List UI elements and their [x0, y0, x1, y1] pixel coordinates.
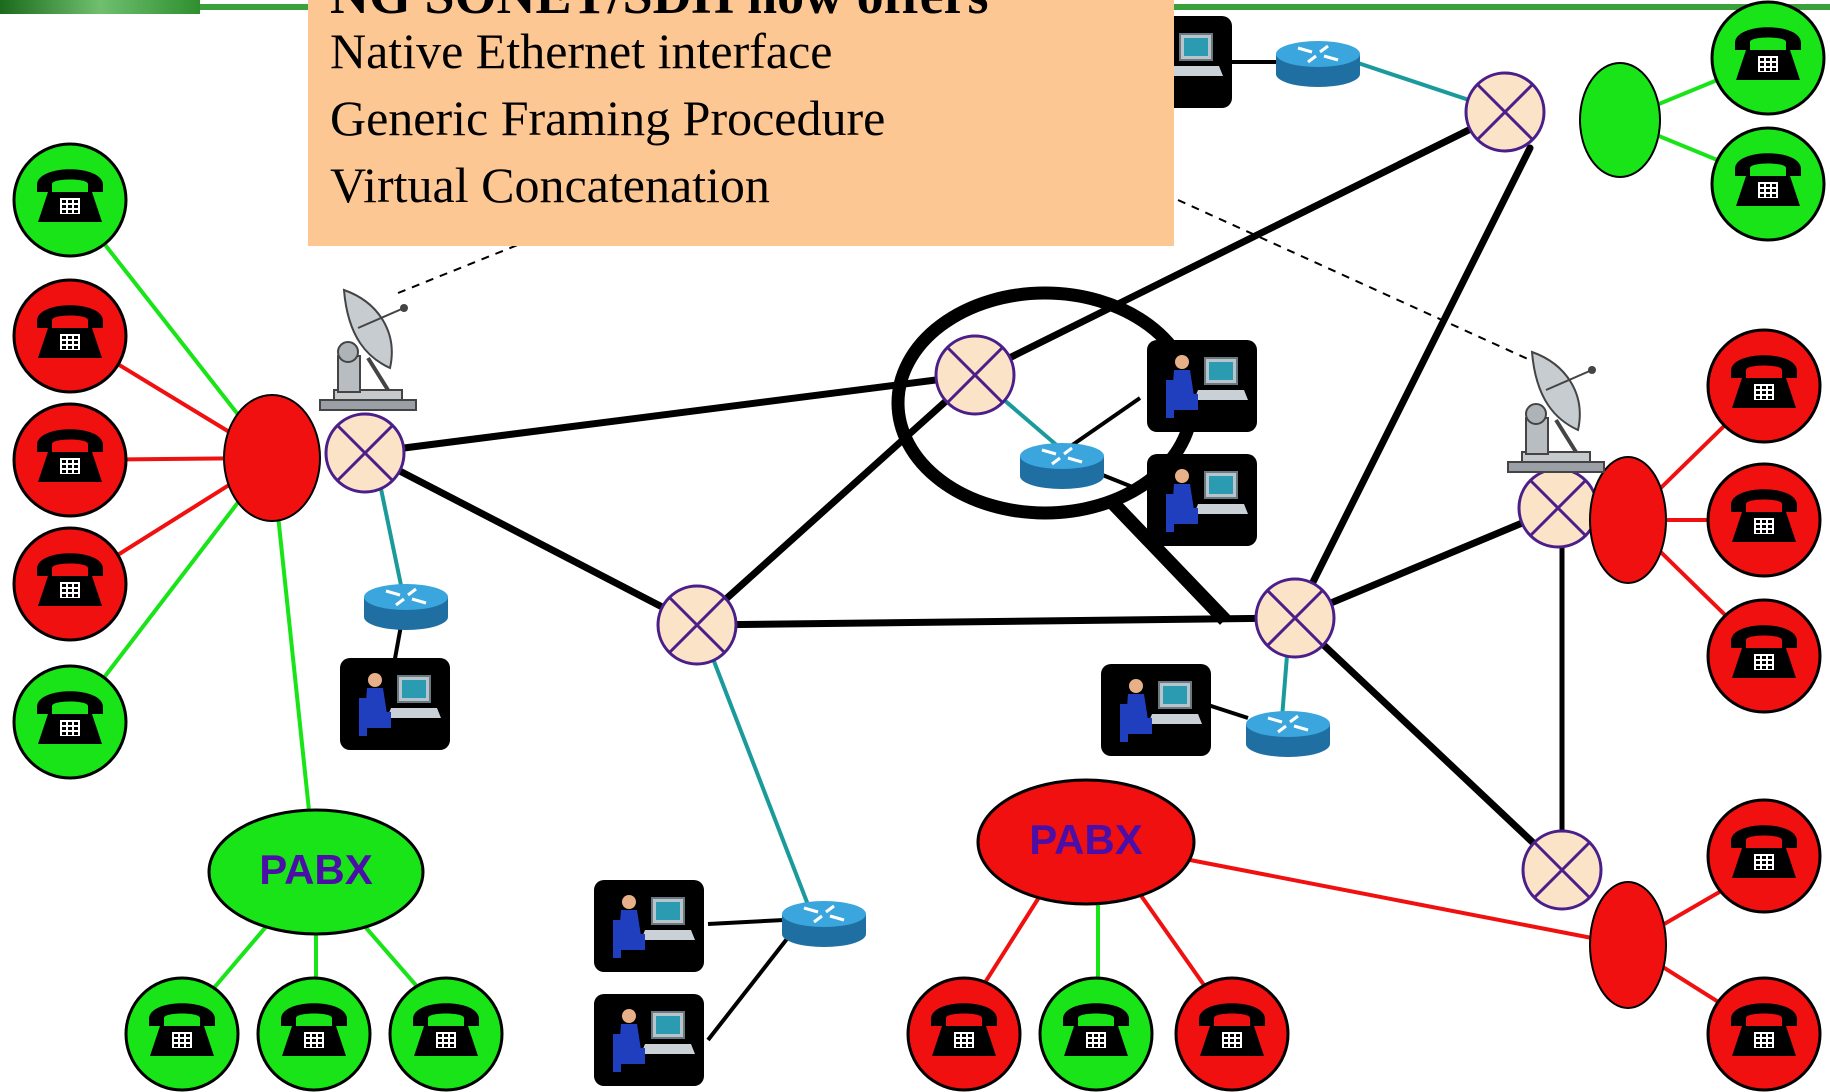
- satellite-dish-icon[interactable]: [318, 288, 418, 412]
- telephone-icon[interactable]: [256, 976, 372, 1092]
- sdh-backbone-links: [361, 108, 1566, 874]
- telephone-icon[interactable]: [12, 278, 128, 394]
- pabx-label: PABX: [259, 846, 373, 893]
- telephone-icon[interactable]: [1706, 976, 1822, 1092]
- sdh-switch-icon[interactable]: [656, 584, 738, 666]
- teal-access-links: [373, 60, 1506, 911]
- telephone-icon[interactable]: [906, 976, 1022, 1092]
- red-phone-hub: [1589, 881, 1667, 1009]
- sdh-switch-icon[interactable]: [1464, 71, 1546, 153]
- telephone-icon[interactable]: [1706, 462, 1822, 578]
- telephone-icon[interactable]: [1174, 976, 1290, 1092]
- callout-item: Generic Framing Procedure: [330, 90, 886, 146]
- telephone-icon[interactable]: [12, 402, 128, 518]
- satellite-dish-icon[interactable]: [1506, 350, 1606, 474]
- workstation-icon[interactable]: [593, 879, 705, 973]
- workstation-icon[interactable]: [339, 657, 451, 751]
- telephone-icon[interactable]: [1706, 328, 1822, 444]
- telephone-icon[interactable]: [124, 976, 240, 1092]
- callout-item: Native Ethernet interface: [330, 23, 833, 79]
- pabx-green[interactable]: PABX: [207, 808, 425, 936]
- features-callout: NG SONET/SDH now offers Native Ethernet …: [308, 0, 1174, 246]
- telephone-icon[interactable]: [1710, 126, 1826, 242]
- telephone-icon[interactable]: [12, 664, 128, 780]
- router-icon[interactable]: [780, 899, 868, 949]
- pabx-red[interactable]: PABX: [976, 778, 1196, 906]
- sdh-switch-icon[interactable]: [1254, 577, 1336, 659]
- router-icon[interactable]: [1274, 39, 1362, 89]
- red-phone-hub: [1589, 456, 1667, 584]
- telephone-icon[interactable]: [12, 526, 128, 642]
- telephone-icon[interactable]: [1038, 976, 1154, 1092]
- router-icon[interactable]: [1018, 441, 1106, 491]
- sdh-switch-icon[interactable]: [324, 412, 406, 494]
- telephone-icon[interactable]: [1706, 798, 1822, 914]
- workstation-icon[interactable]: [1146, 453, 1258, 547]
- green-telephones: [12, 0, 1826, 1092]
- telephone-icon[interactable]: [388, 976, 504, 1092]
- router-icon[interactable]: [362, 582, 450, 632]
- telephone-icon[interactable]: [12, 142, 128, 258]
- header-logo-strip: [0, 0, 200, 14]
- dashed-satellite-links: [397, 199, 1531, 361]
- pabx-label: PABX: [1029, 816, 1143, 863]
- sdh-switch-icon[interactable]: [934, 334, 1016, 416]
- telephone-icon[interactable]: [1710, 0, 1826, 116]
- red-telephones: [12, 278, 1822, 1092]
- workstation-icon[interactable]: [1146, 339, 1258, 433]
- workstation-icon[interactable]: [1100, 663, 1212, 757]
- router-icon[interactable]: [1244, 709, 1332, 759]
- telephone-icon[interactable]: [1706, 598, 1822, 714]
- callout-item: Virtual Concatenation: [330, 157, 770, 213]
- callout-title: NG SONET/SDH now offers: [330, 0, 1174, 18]
- sdh-switch-icon[interactable]: [1521, 829, 1603, 911]
- green-phone-hub: [1579, 62, 1661, 178]
- red-phone-hub: [223, 394, 321, 522]
- workstation-icon[interactable]: [593, 993, 705, 1087]
- sdh-switch-icon[interactable]: [1517, 467, 1599, 549]
